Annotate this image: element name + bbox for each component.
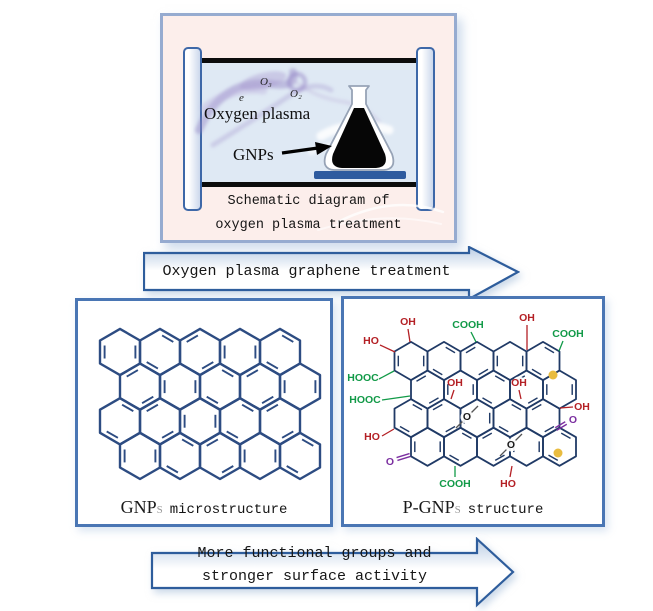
functional-group-label: O [507, 439, 515, 451]
functional-group-label: OH [574, 401, 590, 413]
functionalized-graphene-lattice: OH COOH OH COOH HO HOOC HOOC OH OH OH HO O O O O COOH HO [347, 312, 590, 490]
functional-group-label: HO [364, 431, 380, 443]
functional-group-label: O [386, 456, 394, 468]
schematic-panel: O₃ e O₂ Oxygen plasma GNPs Schematic dia… [160, 13, 457, 243]
functional-group-label: OH [447, 377, 463, 389]
ozone-label: O₃ [260, 76, 272, 88]
functional-group-label: HO [500, 478, 516, 490]
caption-rest: structure [467, 502, 544, 518]
process-arrow-top: Oxygen plasma graphene treatment [143, 246, 520, 304]
arrow-right-icon [150, 537, 515, 608]
functional-group-label: O [569, 414, 577, 426]
functional-group-label: O [463, 411, 471, 423]
functional-group-label: HO [363, 335, 379, 347]
schematic-caption-line2: oxygen plasma treatment [215, 218, 402, 233]
gnps-arrow-icon [281, 142, 332, 155]
electrode-right [416, 47, 435, 211]
arrow-top-label: Oxygen plasma graphene treatment [162, 263, 451, 280]
functional-group-label: HOOC [349, 394, 381, 406]
caption-subscript: S [454, 504, 461, 516]
arrow-bottom-line1: More functional groups and [197, 545, 432, 562]
functional-group-label: OH [519, 312, 535, 324]
caption-rest: microstructure [169, 502, 288, 518]
process-arrow-bottom: More functional groups and stronger surf… [150, 537, 517, 608]
functional-group-label: COOH [439, 478, 471, 490]
heteroatom-dot [553, 448, 563, 458]
gnps-label: GNPs [233, 145, 274, 164]
oxygen-label: O₂ [290, 88, 302, 100]
plasma-title: Oxygen plasma [204, 104, 311, 123]
caption-prefix: GNP [120, 497, 157, 517]
functional-group-label: OH [511, 377, 527, 389]
heteroatom-dot [548, 370, 558, 380]
erlenmeyer-flask [323, 85, 395, 171]
functional-group-label: COOH [452, 319, 484, 331]
flask-stand [314, 171, 406, 179]
functional-group-label: COOH [552, 328, 584, 340]
pgnps-panel: OH COOH OH COOH HO HOOC HOOC OH OH OH HO O O O O COOH HO… [341, 296, 605, 527]
chamber-wall-top [200, 58, 418, 63]
arrow-bottom-line2: stronger surface activity [201, 568, 428, 585]
arrow-bottom-label: More functional groups and stronger surf… [152, 542, 477, 588]
decorative-swoosh [317, 203, 445, 231]
caption-prefix: P-GNP [402, 497, 455, 517]
electron-label: e [239, 92, 244, 104]
functional-group-label: HOOC [347, 372, 379, 384]
graphene-lattice [98, 327, 322, 481]
chamber-wall-bottom [200, 182, 418, 187]
arrow-right-icon [143, 246, 520, 301]
functional-group-label: OH [400, 316, 416, 328]
caption-subscript: S [156, 504, 163, 516]
schematic-caption-line1: Schematic diagram of [227, 194, 390, 209]
